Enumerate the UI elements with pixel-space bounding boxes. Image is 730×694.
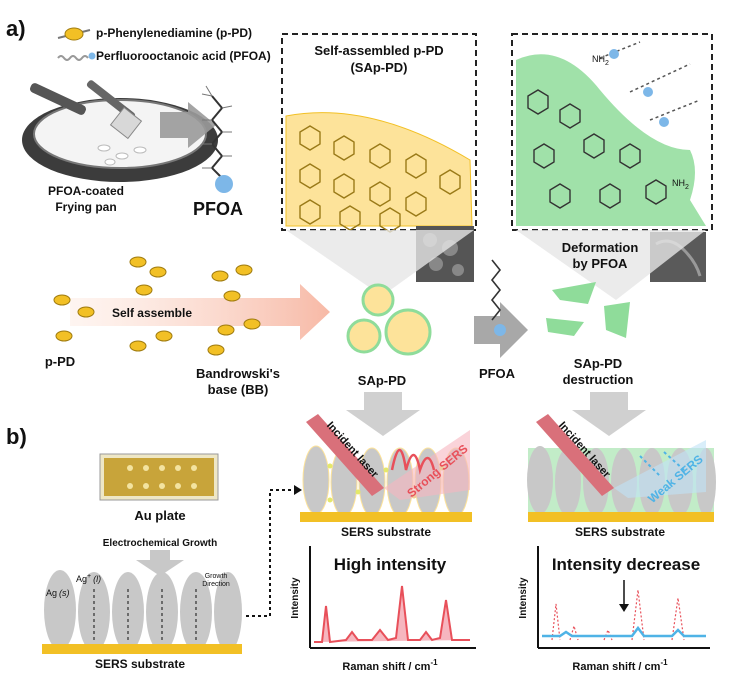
- sapd-particles: [346, 283, 432, 356]
- nh2-label-bottom: NH2: [672, 178, 689, 191]
- frying-pan-illustration: [22, 80, 218, 182]
- ag-nanorods-left: [42, 570, 242, 654]
- destruction-line2: destruction: [563, 372, 634, 387]
- ppd-legend-icon: [57, 27, 91, 41]
- high-x-label: Raman shift / cm-1: [342, 658, 438, 673]
- bb-label-line1: Bandrowski's: [196, 366, 280, 381]
- pfoa-arrow: [474, 259, 528, 358]
- deformation-line2: by PFOA: [573, 256, 629, 271]
- self-assemble-label: Self assemble: [112, 306, 192, 320]
- electrochem-label: Electrochemical Growth: [103, 538, 217, 549]
- high-y-label: Intensity: [290, 577, 301, 619]
- nh2-label-top: NH2: [592, 54, 609, 67]
- legend: p-Phenylenediamine (p-PD) Perfluorooctan…: [57, 26, 271, 63]
- pfoa-arrow-label: PFOA: [479, 366, 516, 381]
- dotted-connector: [246, 489, 294, 617]
- destruction-line1: SAp-PD: [574, 356, 622, 371]
- ppd-molecules: [53, 256, 261, 356]
- weak-sers-substrate: [527, 414, 716, 522]
- sapd-box-title-line1: Self-assembled p-PD: [314, 43, 443, 58]
- growth-direction-line2: Direction: [202, 581, 230, 588]
- pfoa-big-label: PFOA: [193, 199, 243, 219]
- high-intensity-spectrum: [309, 546, 476, 649]
- ppd-label: p-PD: [45, 354, 75, 369]
- intensity-decrease-title: Intensity decrease: [552, 555, 700, 574]
- self-assemble-arrow: [70, 284, 330, 340]
- decrease-y-label: Intensity: [518, 577, 529, 619]
- sers-substrate-left-label: SERS substrate: [95, 657, 185, 671]
- panel-a-label: a): [6, 16, 26, 41]
- ag-solid-label: Ag(s): [46, 588, 70, 598]
- strong-sers-substrate: [300, 414, 472, 522]
- destruction-fragments: [546, 282, 630, 338]
- down-arrow-left: [346, 392, 420, 436]
- decrease-x-label: Raman shift / cm-1: [572, 658, 668, 673]
- deformation-line1: Deformation: [562, 240, 639, 255]
- sapd-box: [281, 33, 477, 296]
- down-arrow-right: [572, 392, 646, 436]
- deformation-box: [511, 33, 713, 300]
- high-intensity-title: High intensity: [334, 555, 447, 574]
- growth-direction-line1: Growth: [205, 573, 228, 580]
- legend-pfoa: Perfluorooctanoic acid (PFOA): [96, 49, 271, 63]
- au-plate: [99, 453, 219, 501]
- sapd-label: SAp-PD: [358, 373, 406, 388]
- pfoa-molecule: [201, 85, 233, 193]
- panel-b-label: b): [6, 424, 27, 449]
- legend-ppd: p-Phenylenediamine (p-PD): [96, 26, 252, 40]
- pan-label-line2: Frying pan: [55, 200, 116, 214]
- pfoa-legend-icon: [57, 52, 96, 61]
- ag-ion-label: Ag+(l): [76, 573, 101, 584]
- decrease-spectrum: [537, 546, 710, 649]
- pan-label-line1: PFOA-coated: [48, 184, 124, 198]
- electrochem-arrow: [136, 550, 184, 576]
- sers-substrate-right-label: SERS substrate: [575, 525, 665, 539]
- sapd-box-title-line2: (SAp-PD): [350, 60, 407, 75]
- au-plate-label: Au plate: [134, 508, 185, 523]
- sers-substrate-mid-label: SERS substrate: [341, 525, 431, 539]
- bb-label-line2: base (BB): [208, 382, 269, 397]
- connector-arrowhead: [294, 485, 302, 495]
